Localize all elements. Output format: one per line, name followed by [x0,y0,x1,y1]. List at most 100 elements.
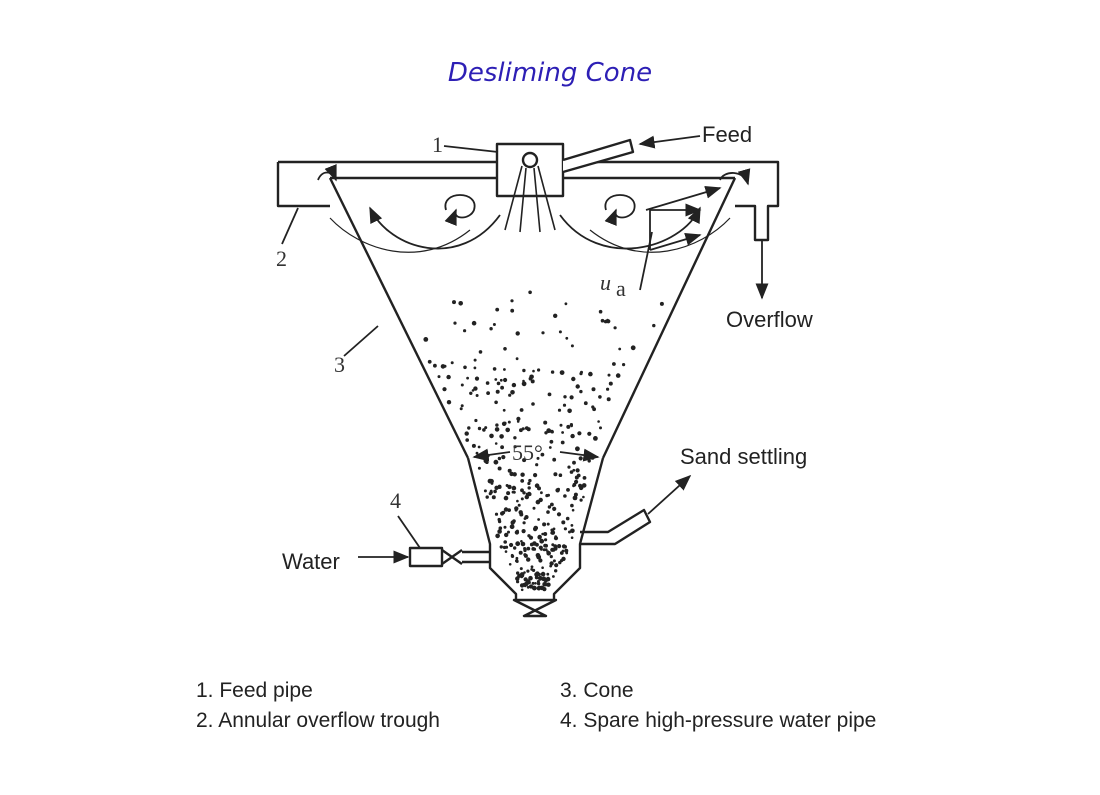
particle-dot [554,563,559,568]
particle-dot [534,575,539,580]
particle-dot [545,576,551,582]
particle-dot [598,395,602,399]
particle-dot [552,575,555,578]
particle-dot [526,585,530,589]
particle-dot [528,290,532,295]
particle-dot [522,491,526,495]
particle-dot [550,370,555,374]
particle-dot [477,426,482,431]
particle-dot [549,564,553,568]
particle-dot [622,363,626,367]
particle-dot [540,452,545,457]
particle-dot [566,424,571,429]
particle-dot [514,530,520,535]
sediment-particles [423,290,664,592]
particle-dot [546,551,551,556]
particle-dot [563,395,567,399]
particle-dot [492,323,496,326]
particle-dot [531,581,535,585]
particle-dot [500,445,504,450]
particle-dot [547,392,552,397]
particle-dot [565,336,569,340]
particle-dot [489,327,493,331]
particle-dot [556,512,562,517]
particle-dot [559,423,563,427]
particle-dot [511,485,517,491]
particle-dot [533,525,538,531]
particle-dot [569,470,574,474]
particle-dot [571,508,575,512]
particle-dot [510,520,515,525]
particle-dot [572,460,576,465]
particle-dot [460,404,464,408]
particle-dot [515,560,519,563]
particle-dot [582,495,585,499]
particle-dot [554,569,558,573]
particle-dot [513,490,516,494]
particle-dot [564,548,569,553]
particle-dot [503,421,507,425]
particle-dot [612,362,616,366]
particle-dot [508,563,512,566]
particle-dot [520,488,524,493]
particle-dot [540,571,546,577]
particle-dot [606,319,611,324]
particle-dot [497,466,502,471]
particle-dot [550,430,554,434]
particle-dot [500,385,504,390]
particle-dot [528,478,532,483]
particle-dot [442,387,447,392]
particle-dot [510,554,515,558]
callout-4: 4 [390,488,401,513]
particle-dot [423,337,429,342]
particle-dot [578,456,583,461]
legend-right: 3. Cone 4. Spare high-pressure water pip… [560,676,876,736]
particle-dot [485,460,489,465]
particle-dot [521,529,526,534]
particle-dot [477,466,481,470]
particle-dot [510,299,514,303]
particle-dot [555,488,560,493]
particle-dot [467,426,471,430]
particle-dot [531,402,535,406]
particle-dot [559,370,565,375]
cone-left-wall [328,177,470,459]
particle-dot [529,374,534,380]
particle-dot [504,550,508,553]
particle-dot [537,534,542,539]
particle-dot [566,488,570,492]
particle-dot [495,307,500,312]
particle-dot [574,479,579,484]
particle-dot [496,381,501,386]
particle-dot [486,391,490,395]
particle-dot [437,375,441,379]
particle-dot [526,557,531,562]
particle-dot [536,580,540,583]
particle-dot [499,545,503,549]
particle-dot [494,427,500,432]
particle-dot [494,512,499,516]
particle-dot [459,407,463,411]
particle-dot [547,505,552,509]
particle-dot [504,532,509,538]
particle-dot [503,495,509,501]
particle-dot [526,569,530,573]
particle-dot [495,423,499,427]
particle-dot [507,420,511,424]
particle-dot [473,386,478,391]
particle-dot [427,359,432,364]
particle-dot [537,368,541,372]
particle-dot [542,522,547,527]
particle-dot [473,358,477,362]
particle-dot [528,584,534,589]
particle-dot [465,438,470,442]
particle-dot [510,308,515,313]
particle-dot [474,376,480,381]
particle-dot [540,491,543,495]
particle-dot [600,318,605,323]
particle-dot [535,463,539,467]
particle-dot [523,547,527,551]
particle-dot [543,532,548,536]
particle-dot [507,530,510,534]
